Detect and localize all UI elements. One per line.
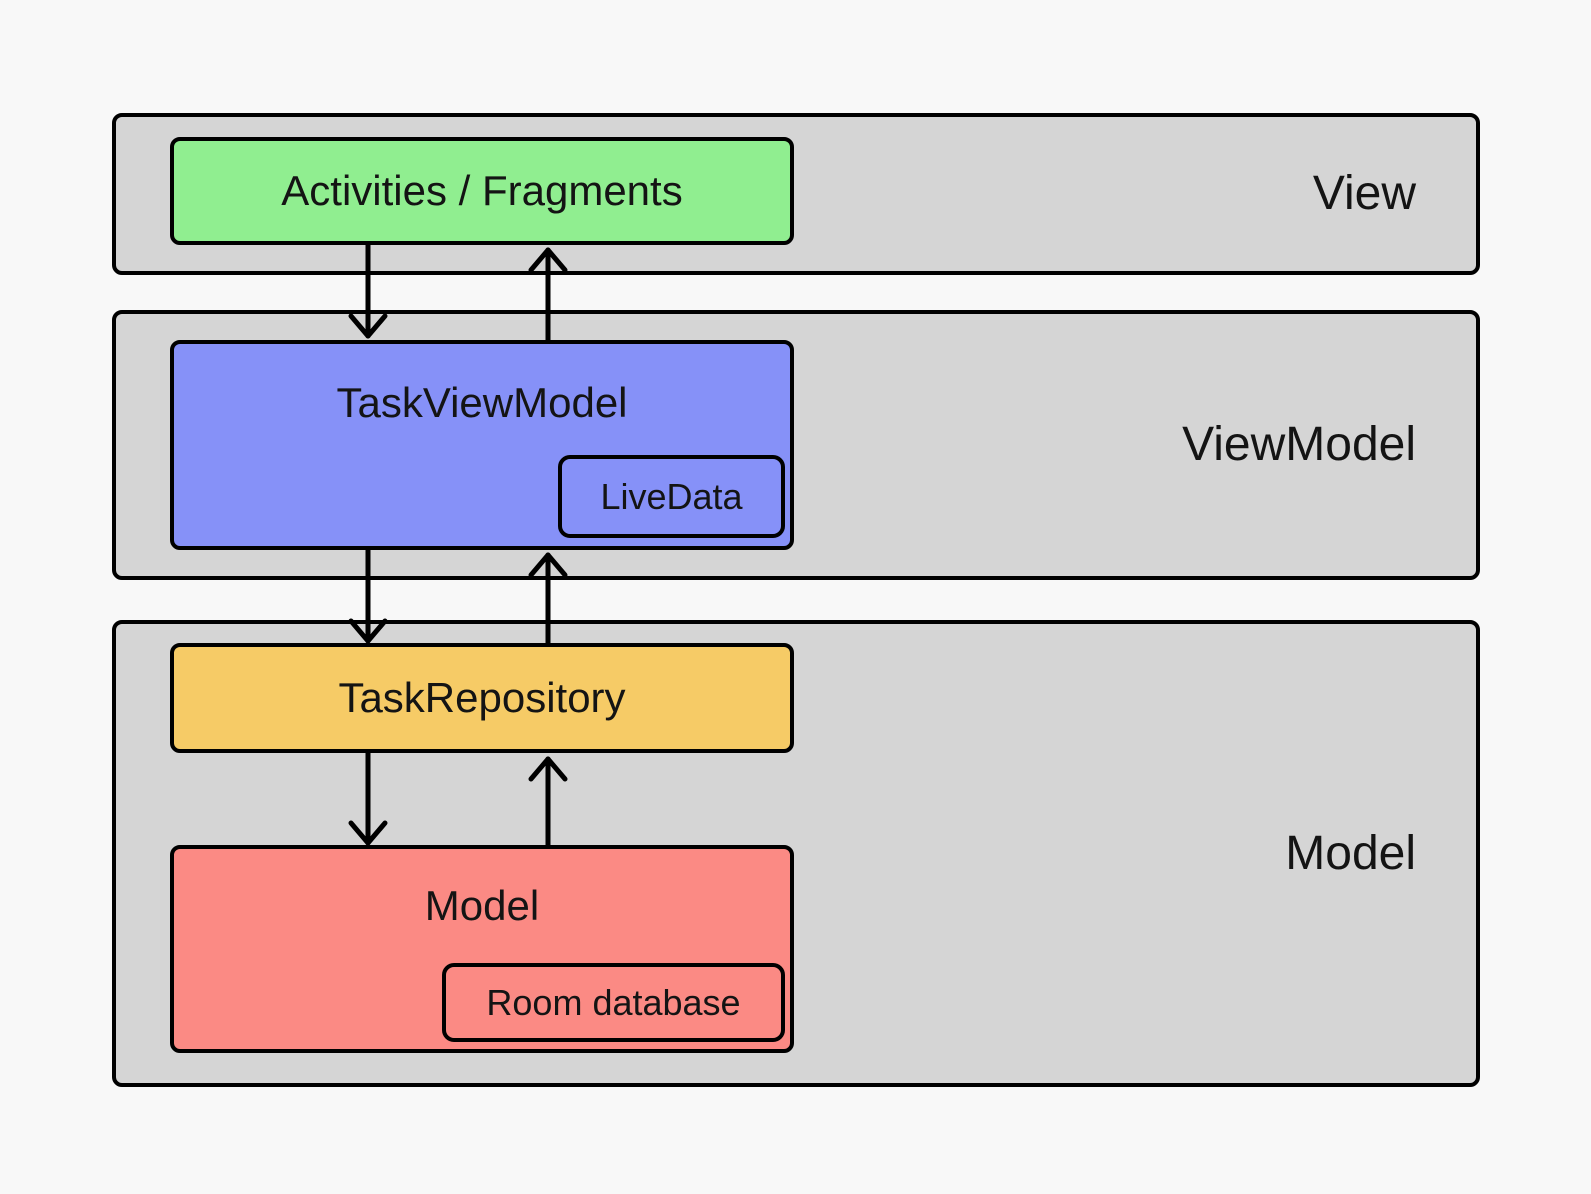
node-task-repository: TaskRepository	[170, 643, 794, 753]
node-task-view-model: TaskViewModel LiveData	[170, 340, 794, 550]
node-model-label: Model	[424, 882, 540, 929]
band-model: Model TaskRepository Model Room database	[112, 620, 1480, 1087]
node-room-database: Room database	[442, 963, 785, 1042]
node-room-database-label: Room database	[486, 981, 741, 1023]
node-activities-fragments: Activities / Fragments	[170, 137, 794, 245]
node-task-repository-label: TaskRepository	[338, 674, 626, 721]
node-task-view-model-label: TaskViewModel	[336, 379, 628, 426]
band-view: View Activities / Fragments	[112, 113, 1480, 275]
node-live-data: LiveData	[558, 455, 785, 538]
node-activities-fragments-label: Activities / Fragments	[281, 167, 683, 214]
node-model: Model Room database	[170, 845, 794, 1053]
band-viewmodel: ViewModel TaskViewModel LiveData	[112, 310, 1480, 580]
band-model-label: Model	[1285, 826, 1416, 880]
node-live-data-label: LiveData	[600, 475, 743, 517]
band-viewmodel-label: ViewModel	[1182, 418, 1416, 471]
band-view-label: View	[1312, 167, 1416, 220]
